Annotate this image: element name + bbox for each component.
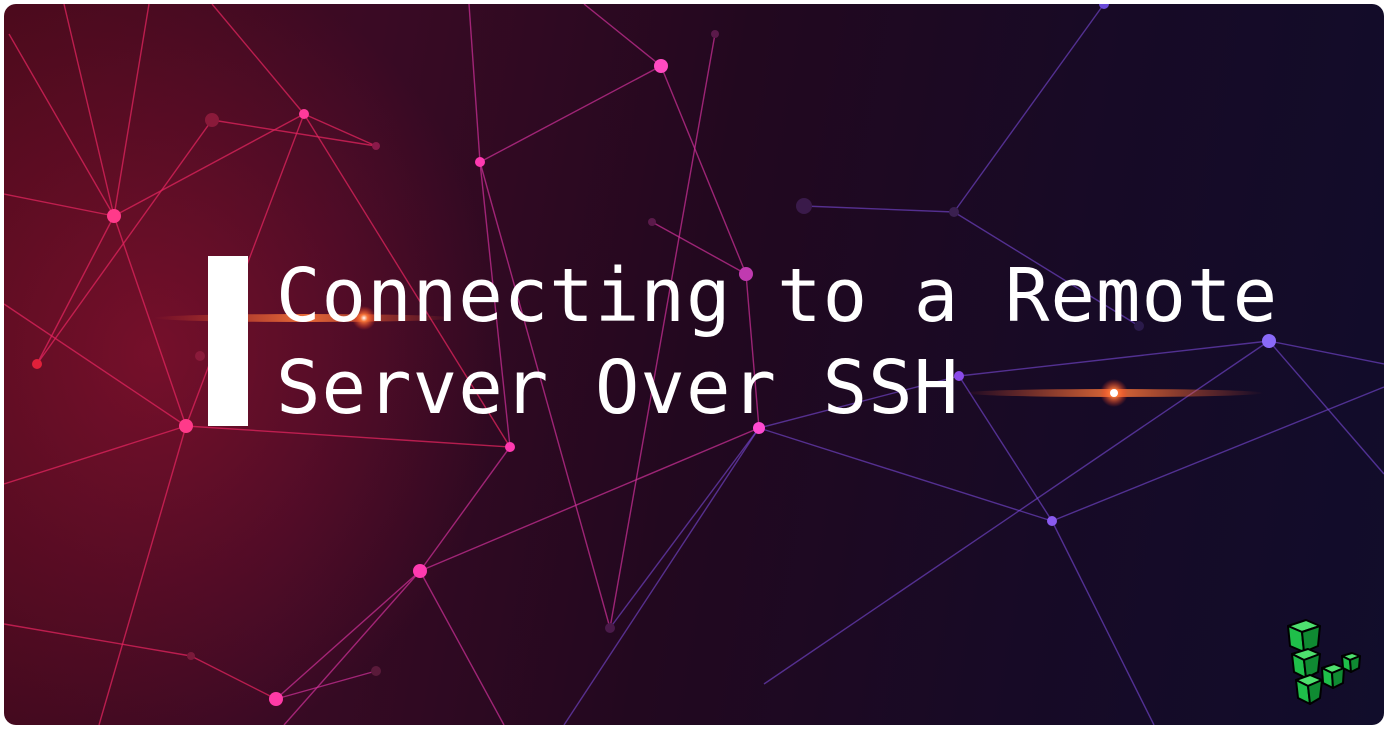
- background-glow: [4, 4, 504, 725]
- banner-card: Connecting to a Remote Server Over SSH: [4, 4, 1384, 725]
- title-line-2: Server Over SSH: [276, 345, 960, 431]
- network-background: [4, 4, 1384, 725]
- page-title: Connecting to a Remote Server Over SSH: [276, 250, 1279, 434]
- linode-cube-logo-icon: [1287, 619, 1361, 705]
- title-accent-bar: [208, 256, 248, 426]
- title-line-1: Connecting to a Remote: [276, 253, 1279, 339]
